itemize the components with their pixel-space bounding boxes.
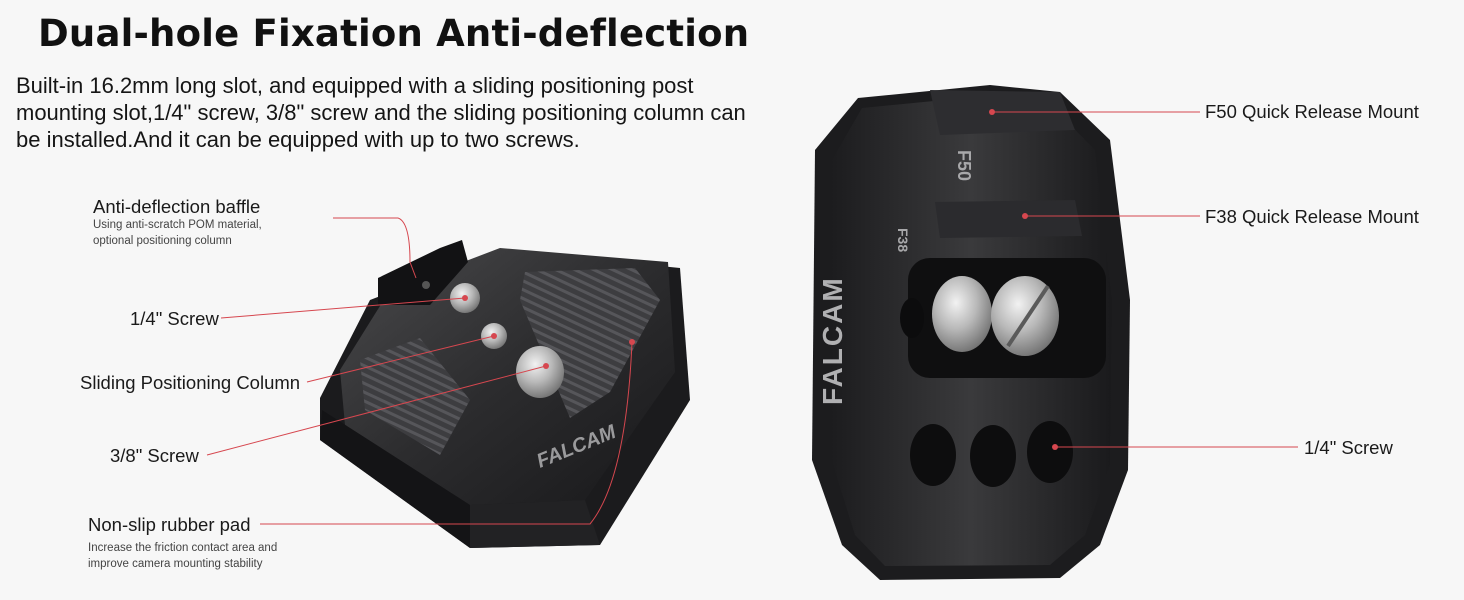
anti-deflection-baffle — [378, 240, 468, 305]
callout-right-quarter-inch-screw: 1/4" Screw — [1304, 437, 1393, 458]
falcam-logo-right: FALCAM — [817, 276, 848, 405]
callout-three-eighths-screw: 3/8" Screw — [110, 445, 199, 466]
feature-description: Built-in 16.2mm long slot, and equipped … — [16, 73, 746, 152]
f38-marking: F38 — [895, 228, 911, 252]
three-eighths-screw — [516, 346, 564, 398]
f50-marking: F50 — [954, 150, 974, 181]
page-title: Dual-hole Fixation Anti-deflection — [38, 12, 750, 55]
callout-rubber-pad-note-2: improve camera mounting stability — [88, 558, 263, 570]
callout-lines — [206, 111, 1298, 525]
callout-sliding-positioning-column: Sliding Positioning Column — [80, 372, 301, 393]
callout-f38-quick-release-mount: F38 Quick Release Mount — [1205, 206, 1419, 227]
right-quick-release-plate: F50 F38 FALCAM — [812, 85, 1130, 580]
callout-rubber-pad-note-1: Increase the friction contact area and — [88, 542, 278, 554]
callout-baffle-note-2: optional positioning column — [93, 235, 232, 247]
callout-quarter-inch-screw: 1/4" Screw — [130, 308, 219, 329]
callout-non-slip-rubber-pad: Non-slip rubber pad — [88, 514, 251, 535]
callout-f50-quick-release-mount: F50 Quick Release Mount — [1205, 101, 1419, 122]
left-quick-release-plate: FALCAM — [320, 240, 690, 548]
callout-anti-deflection-baffle: Anti-deflection baffle — [93, 196, 261, 217]
callout-baffle-note-1: Using anti-scratch POM material, — [93, 219, 262, 231]
